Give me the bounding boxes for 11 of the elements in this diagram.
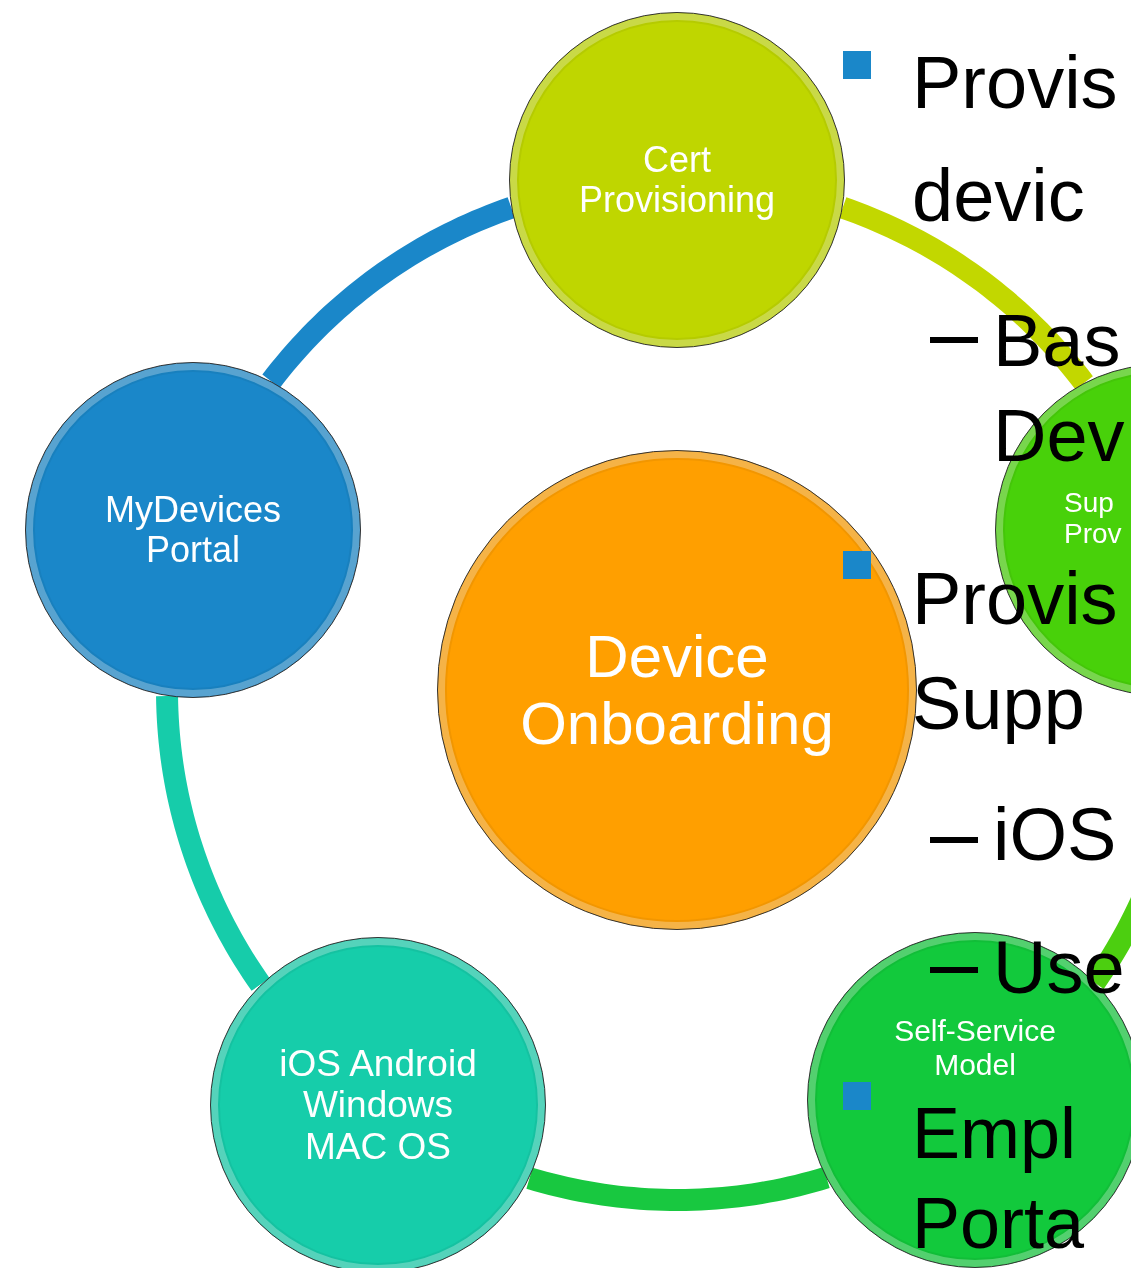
ring-connector (525, 1167, 831, 1211)
circle-label: Sup Prov (1064, 487, 1123, 550)
circle-label: Device Onboarding (519, 622, 835, 758)
bullet-text: Provis devic (912, 40, 1119, 239)
circle-label: Cert Provisioning (577, 139, 777, 221)
circle-label: MyDevices Portal (104, 489, 282, 571)
circle-label: Self-Service Model (893, 1014, 1057, 1082)
ring-connector (262, 197, 516, 388)
bullet-text: iOS (993, 792, 1118, 878)
bullet-text: Empl Porta (912, 1092, 1086, 1265)
circle-label: iOS Android Windows MAC OS (278, 1042, 478, 1168)
